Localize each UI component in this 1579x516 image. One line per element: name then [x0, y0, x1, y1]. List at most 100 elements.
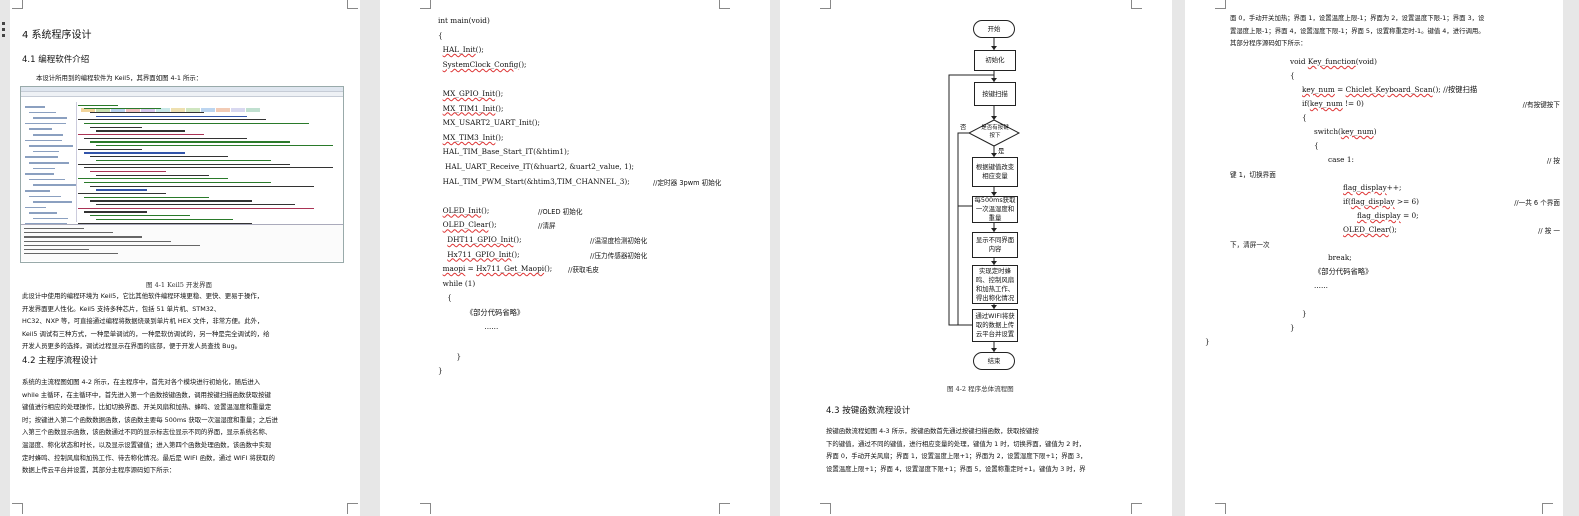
text-line: 界面 0，手动开关风扇；界面 1，设置温度上限+1；界面为 2，设置湿度下限+1… [826, 452, 1087, 461]
code-text: if(key_num != 0) [1302, 99, 1364, 108]
code-line: DHT11_GPIO_Init(); //温湿度检测初始化 [438, 234, 647, 250]
code-text: } [1205, 337, 1210, 346]
code-text: } [1290, 323, 1295, 332]
code-comment: //温湿度检测初始化 [590, 236, 648, 245]
code-line: OLED_Clear();//清屏 [438, 220, 634, 235]
chapter-heading: 4 系统程序设计 [22, 30, 92, 41]
code-text: HAL_UART_Receive_IT(&huart2, &uart2_valu… [438, 161, 635, 171]
code-text: key_num = Chiclet_Keyboard_Scan(); //按键扫… [1302, 85, 1478, 94]
code-text: { [1290, 71, 1295, 80]
text-line: 键值进行相应的处理操作，比如切换界面、开关风扇和加热、蜂鸣、设置温湿度和重量定 [22, 403, 272, 412]
sidebar-grip[interactable] [0, 22, 8, 40]
section-heading: 4.3 按键函数流程设计 [826, 406, 911, 416]
code-line: MX_GPIO_Init(); [438, 89, 634, 104]
code-line [438, 191, 634, 206]
code-text: Hx711_GPIO_Init(); [447, 249, 520, 259]
code-text: int main(void) [438, 16, 490, 25]
code-text: { [1302, 113, 1307, 122]
code-line: OLED_Init(); //OLED 初始化 [438, 206, 634, 221]
code-line: HAL_TIM_Base_Start_IT(&htim1); [438, 147, 634, 162]
page-3: 开始 初始化 按键扫描 是否有按键按下 否 是 根据键值改变相应变量 每500m… [780, 0, 1172, 516]
code-line: flag_display = 0; [1230, 211, 1560, 225]
code-line: HAL_Init(); [438, 45, 634, 60]
code-text: } [438, 351, 462, 361]
code-block: int main(void) { HAL_Init(); SystemClock_… [438, 16, 722, 381]
code-text: MX_USART2_UART_Init(); [438, 118, 540, 128]
code-line: switch(key_num) [1230, 127, 1560, 141]
code-wrap-line: 下，清屏一次 [1230, 241, 1270, 249]
flow-handle: 根据键值改变相应变量 [972, 157, 1018, 187]
code-line: OLED_Clear(); // 按 一 [1230, 225, 1560, 239]
code-text: switch(key_num) [1314, 127, 1377, 136]
code-text: 《部分代码省略》 [1314, 267, 1373, 276]
section-heading: 4.1 编程软件介绍 [22, 55, 90, 65]
code-comment: //OLED 初始化 [538, 207, 583, 216]
code-line: maopi = Hx711_Get_Maopi();//获取毛皮 [438, 264, 634, 279]
text-line: 此设计中使用的编程环境为 Keil5，它比其他软件编程环境更稳、更快、更易于操作… [22, 292, 264, 300]
code-comment: // 按 [1546, 157, 1560, 165]
text-line: HC32、NXP 等，可直接通过编程将数据烧录到单片机 HEX 文件，非常方便。… [22, 317, 264, 326]
code-line: while (1) [438, 279, 634, 294]
code-text: while (1) [438, 278, 476, 288]
flow-yes-label: 是 [998, 147, 1005, 155]
flow-measure: 每500ms获取一次温湿度和重量 [972, 196, 1018, 223]
code-line [438, 74, 634, 89]
flow-start: 开始 [973, 20, 1015, 38]
code-text: SystemClock_Config(); [442, 59, 527, 69]
code-text: ...... [438, 322, 499, 332]
code-text: MX_TIM1_Init(); [442, 103, 504, 113]
code-block: void Key_function(void) { key_num = Chicle… [1205, 57, 1560, 351]
code-comment: //定时器 3pwm 初始化 [653, 178, 722, 187]
code-line: ...... [438, 322, 634, 337]
flow-decision: 是否有按键按下 [981, 125, 1009, 139]
paragraph: 此设计中使用的编程环境为 Keil5，它比其他软件编程环境更稳、更快、更易于操作… [22, 290, 270, 353]
code-text: void Key_function(void) [1290, 57, 1377, 66]
text-line: 开发人员更多的选择，调试过程显示在界面的底部，便于开发人员查找 Bug。 [22, 342, 242, 351]
code-line: } [1205, 337, 1560, 351]
code-line: 《部分代码省略》 [438, 308, 634, 323]
code-line: MX_TIM1_Init(); [438, 104, 634, 119]
flow-display: 显示不同界面内容 [972, 232, 1018, 258]
code-text: OLED_Init(); [442, 205, 490, 215]
code-text: HAL_TIM_PWM_Start(&htim3,TIM_CHANNEL_3); [438, 176, 630, 186]
code-comment: // 按 一 [1538, 227, 1560, 235]
code-line: } [1230, 309, 1560, 323]
code-line: HAL_TIM_PWM_Start(&htim3,TIM_CHANNEL_3);… [438, 176, 722, 192]
text-line: 系统的主流程图如图 4-2 所示，在主程序中，首先对各个模块进行初始化，随后进入 [22, 378, 261, 386]
keil5-screenshot [20, 86, 344, 263]
flow-no-label: 否 [960, 123, 967, 131]
code-wrap-line: 键 1，切换界面 [1230, 171, 1276, 179]
code-text: case 1: [1328, 155, 1354, 164]
code-text: ...... [1314, 281, 1328, 290]
code-comment: //获取毛皮 [568, 266, 599, 275]
code-text: DHT11_GPIO_Init(); [447, 234, 522, 244]
code-text: } [438, 366, 443, 376]
text-line: 时；按键进入第二个函数数据函数，该函数主要每 500ms 获取一次温湿度和重量；… [22, 415, 278, 424]
flow-wifi: 通过WIFI将获取的数据上传云平台并设置 [972, 309, 1018, 342]
text-line: 开发界面更人性化。Keil5 支持多种芯片，包括 51 单片机、STM32、 [22, 304, 221, 313]
flow-end: 结束 [973, 352, 1015, 370]
code-comment: //清屏 [538, 222, 556, 231]
section-heading: 4.2 主程序流程设计 [22, 356, 98, 366]
text-line: Keil5 调试有三种方式，一种是单调试的，一种是软仿调试的，另一种是完全调试的… [22, 329, 270, 338]
code-line: { [1230, 141, 1560, 155]
text-line: 下的键值，通过不同的键值，进行相应变量的处理，键值为 1 时，切换界面，键值为 … [826, 439, 1086, 448]
code-line: key_num = Chiclet_Keyboard_Scan(); //按键扫… [1230, 85, 1560, 99]
code-text: 《部分代码省略》 [438, 307, 525, 317]
code-text: { [438, 30, 443, 40]
code-comment: //压力传感器初始化 [590, 251, 648, 260]
paragraph: 按键函数流程如图 4-3 所示，按键函数首先通过按键扫描函数，获取按键按下的键值… [826, 425, 1087, 475]
code-line: MX_TIM3_Init(); [438, 133, 634, 148]
code-text: OLED_Clear(); [1343, 225, 1397, 234]
code-line: } [438, 366, 634, 381]
code-line: void Key_function(void) [1230, 57, 1560, 71]
code-comment: //有按键按下 [1522, 101, 1560, 109]
text-line: 其部分程序源码如下所示： [1230, 39, 1307, 48]
intro-text: 本设计所用到的编程软件为 Keil5，其界面如图 4-1 所示： [36, 74, 203, 82]
flow-control: 实现定时蜂鸣、控制风扇和加热工作、得出称化情况 [972, 265, 1018, 304]
paragraph: 面 0，手动开关加热；界面 1，设置温度上限-1；界面为 2，设置温度下限-1；… [1230, 12, 1485, 50]
code-line: { [438, 31, 634, 46]
code-line: { [1230, 71, 1560, 85]
code-line: Hx711_GPIO_Init(); //压力传感器初始化 [438, 249, 647, 265]
page-4: 面 0，手动开关加热；界面 1，设置温度上限-1；界面为 2，设置温度下限-1；… [1185, 0, 1563, 516]
